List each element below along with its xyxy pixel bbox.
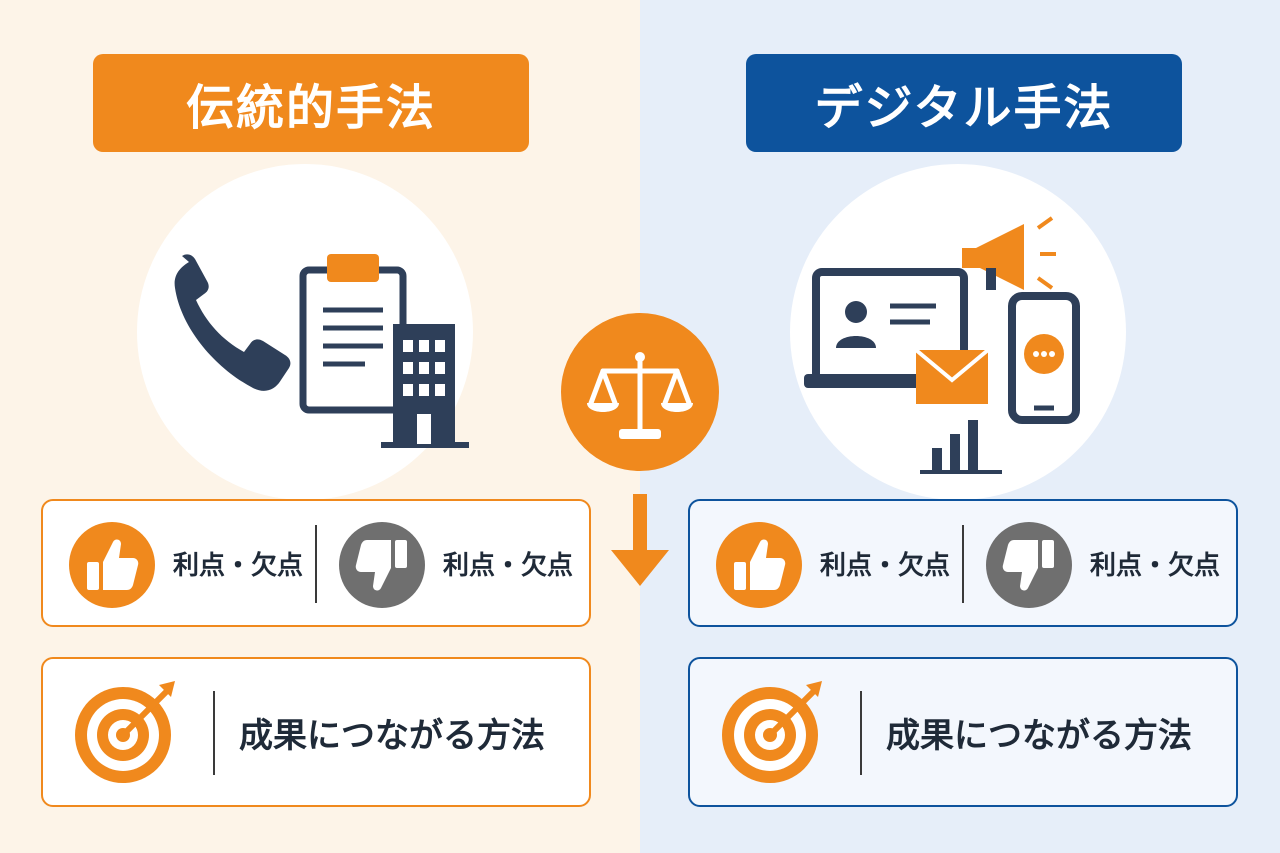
target-icon bbox=[75, 681, 175, 783]
digital-pros-cons-card: 利点・欠点 利点・欠点 bbox=[688, 499, 1238, 627]
building-icon bbox=[381, 324, 469, 448]
divider bbox=[315, 525, 317, 603]
thumbs-up-icon bbox=[734, 539, 786, 590]
down-arrow-icon bbox=[611, 494, 669, 586]
digital-result-card: 成果につながる方法 bbox=[688, 657, 1238, 807]
pros-label: 利点・欠点 bbox=[173, 550, 304, 581]
phone-icon bbox=[174, 254, 291, 391]
divider bbox=[962, 525, 964, 603]
result-label: 成果につながる方法 bbox=[239, 715, 545, 756]
megaphone-icon bbox=[962, 216, 1056, 290]
balance-scale-badge bbox=[561, 313, 719, 471]
traditional-result-card: 成果につながる方法 bbox=[41, 657, 591, 807]
smartphone-icon bbox=[1008, 292, 1080, 424]
digital-title: デジタル手法 bbox=[746, 54, 1182, 152]
result-label: 成果につながる方法 bbox=[886, 715, 1192, 756]
bar-chart-icon bbox=[920, 420, 1002, 474]
divider bbox=[860, 691, 862, 775]
thumbs-down-badge bbox=[339, 522, 425, 608]
traditional-pros-cons-card: 利点・欠点 利点・欠点 bbox=[41, 499, 591, 627]
traditional-illustration bbox=[137, 164, 473, 500]
digital-illustration bbox=[790, 164, 1126, 500]
thumbs-up-badge bbox=[69, 522, 155, 608]
balance-scale-icon bbox=[587, 352, 693, 439]
thumbs-down-badge bbox=[986, 522, 1072, 608]
thumbs-down-icon bbox=[355, 540, 407, 591]
thumbs-up-badge bbox=[716, 522, 802, 608]
clipboard-icon bbox=[299, 254, 407, 414]
thumbs-up-icon bbox=[87, 539, 139, 590]
pros-label: 利点・欠点 bbox=[820, 550, 951, 581]
target-icon bbox=[722, 681, 822, 783]
traditional-title: 伝統的手法 bbox=[93, 54, 529, 152]
divider bbox=[213, 691, 215, 775]
thumbs-down-icon bbox=[1002, 540, 1054, 591]
cons-label: 利点・欠点 bbox=[1090, 550, 1221, 581]
envelope-icon bbox=[914, 348, 990, 404]
cons-label: 利点・欠点 bbox=[443, 550, 574, 581]
